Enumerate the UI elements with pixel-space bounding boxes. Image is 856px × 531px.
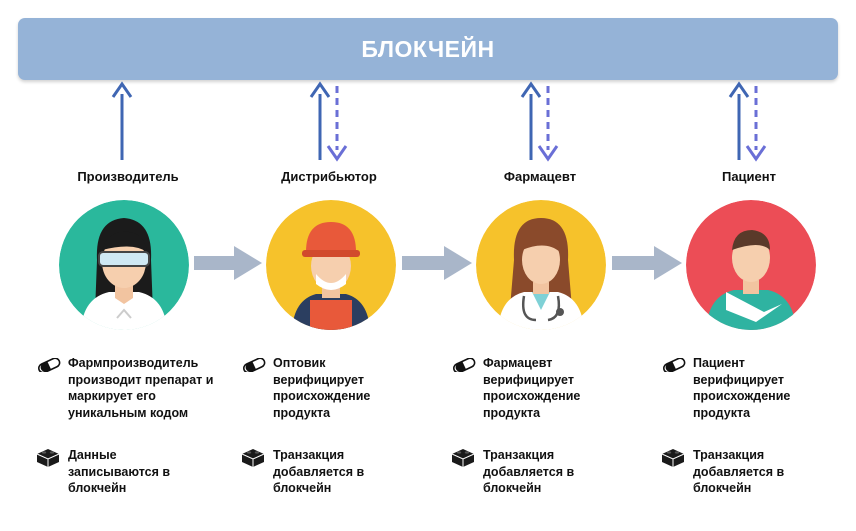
- patient-action-text: Пациент верифицирует происхождение проду…: [693, 356, 791, 420]
- blocks-icon: [36, 449, 60, 467]
- blocks-icon: [661, 449, 685, 467]
- patient-avatar: [686, 200, 816, 330]
- verify-arrow-4: [745, 86, 767, 162]
- flow-arrow-1: [194, 246, 262, 280]
- banner-title: БЛОКЧЕЙН: [361, 35, 495, 62]
- pill-icon: [453, 358, 476, 372]
- blockchain-banner: БЛОКЧЕЙН: [18, 18, 838, 80]
- pill-icon: [38, 358, 61, 372]
- upload-arrow-1: [111, 81, 133, 160]
- blocks-icon: [241, 449, 265, 467]
- upload-arrow-2: [309, 81, 331, 160]
- pharmacist-blockchain-text: Транзакция добавляется в блокчейн: [483, 448, 575, 495]
- flow-arrow-2: [402, 246, 472, 280]
- flow-arrow-3: [612, 246, 682, 280]
- role-label-patient: Пациент: [721, 169, 776, 184]
- manufacturer-action-text: Фармпроизводитель производит препарат и …: [68, 356, 214, 420]
- manufacturer-blockchain-text: Данные записываются в блокчейн: [68, 448, 171, 495]
- distributor-blockchain-text: Транзакция добавляется в блокчейн: [273, 448, 365, 495]
- pill-icon: [663, 358, 686, 372]
- patient-blockchain-text: Транзакция добавляется в блокчейн: [693, 448, 785, 495]
- blocks-icon: [451, 449, 475, 467]
- upload-arrow-3: [520, 81, 542, 160]
- upload-arrow-4: [728, 81, 750, 160]
- pharmacist-action-text: Фармацевт верифицирует происхождение про…: [483, 356, 581, 420]
- pharmacist-avatar: [476, 200, 606, 330]
- role-label-manufacturer: Производитель: [77, 169, 179, 184]
- verify-arrow-3: [537, 86, 559, 162]
- distributor-avatar: [266, 200, 396, 330]
- role-label-distributor: Дистрибьютор: [281, 169, 377, 184]
- verify-arrow-2: [326, 86, 348, 162]
- manufacturer-avatar: [59, 200, 189, 330]
- distributor-action-text: Оптовик верифицирует происхождение проду…: [273, 356, 371, 420]
- pill-icon: [243, 358, 266, 372]
- role-label-pharmacist: Фармацевт: [503, 169, 577, 184]
